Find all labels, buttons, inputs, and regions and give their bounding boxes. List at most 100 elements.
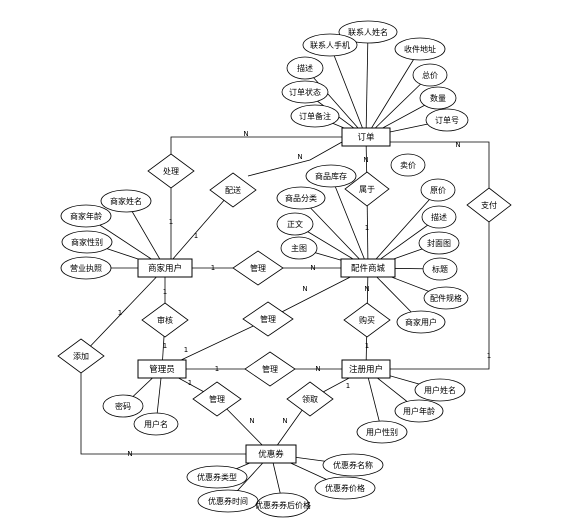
attribute-label: 商品分类 bbox=[285, 193, 317, 203]
relationship-r-deliver: 配送 bbox=[209, 172, 257, 208]
attribute-label: 商家性别 bbox=[71, 237, 103, 247]
attribute-a-license: 营业执照 bbox=[60, 256, 112, 280]
attribute-label: 用户性别 bbox=[366, 427, 398, 437]
cardinality-label: N bbox=[243, 130, 248, 138]
attribute-a-main-img: 主图 bbox=[280, 236, 318, 260]
cardinality-label: N bbox=[127, 450, 132, 458]
attribute-label: 联系人手机 bbox=[310, 40, 350, 50]
diagram-nodes: 联系人姓名联系人手机收件地址描述总价订单状态数量订单备注订单号商品库存卖价商品分… bbox=[57, 20, 512, 518]
attribute-a-order-no: 订单号 bbox=[425, 108, 469, 132]
relationship-label: 领取 bbox=[302, 394, 318, 404]
attribute-a-user-gender: 用户性别 bbox=[356, 420, 408, 444]
relationship-r-manage-store: 管理 bbox=[232, 250, 284, 286]
edge-merchant-r_add bbox=[80, 267, 166, 357]
entity-order: 订单 bbox=[341, 127, 391, 147]
attribute-label: 优惠券时间 bbox=[208, 496, 248, 506]
attribute-a-stock: 商品库存 bbox=[305, 164, 357, 188]
attribute-a-remark: 订单备注 bbox=[290, 104, 340, 128]
attribute-label: 商家用户 bbox=[405, 317, 437, 327]
relationship-label: 属于 bbox=[359, 185, 375, 194]
attribute-a-coupon-name: 优惠券名称 bbox=[322, 453, 384, 477]
attribute-label: 商家年龄 bbox=[70, 211, 102, 221]
edge-a_mer_name-merchant bbox=[125, 200, 166, 269]
attribute-label: 订单备注 bbox=[299, 111, 331, 121]
cardinality-label: 1 bbox=[184, 346, 188, 354]
edge-a_stock-store bbox=[330, 175, 369, 269]
attribute-label: 描述 bbox=[431, 212, 447, 222]
relationship-label: 配送 bbox=[225, 185, 241, 195]
cardinality-label: N bbox=[297, 153, 302, 161]
relationship-r-process: 处理 bbox=[147, 153, 195, 189]
attribute-label: 用户姓名 bbox=[424, 385, 456, 395]
attribute-a-mer-gender: 商家性别 bbox=[61, 230, 113, 254]
cardinality-label: 1 bbox=[169, 218, 173, 226]
attribute-label: 封面图 bbox=[427, 238, 451, 248]
attribute-label: 原价 bbox=[430, 186, 446, 195]
edge-a_orig_price-store bbox=[367, 189, 439, 269]
route-line-5 bbox=[80, 373, 246, 455]
relationship-label: 购买 bbox=[359, 315, 375, 325]
attribute-a-mer-name: 商家姓名 bbox=[100, 189, 152, 213]
attribute-a-username: 用户名 bbox=[133, 412, 179, 436]
entity-store: 配件商城 bbox=[340, 258, 396, 278]
cardinality-label: N bbox=[364, 285, 369, 293]
attribute-a-mer-age: 商家年龄 bbox=[60, 204, 112, 228]
edge-a_contact_phone-order bbox=[329, 44, 367, 138]
cardinality-label: 1 bbox=[487, 352, 491, 360]
relationship-r-add: 添加 bbox=[57, 338, 105, 374]
cardinality-label: N bbox=[455, 141, 460, 149]
cardinality-label: N bbox=[315, 365, 320, 373]
attribute-label: 用户名 bbox=[144, 419, 168, 429]
cardinality-label: N bbox=[363, 156, 368, 164]
cardinality-label: N bbox=[249, 417, 254, 425]
attribute-a-contact-name: 联系人姓名 bbox=[338, 20, 398, 44]
relationship-label: 管理 bbox=[209, 394, 225, 404]
cardinality-label: 1 bbox=[118, 309, 122, 317]
edge-merchant-r_deliver bbox=[164, 189, 234, 269]
cardinality-label: 1 bbox=[188, 379, 192, 387]
attribute-a-coupon-type: 优惠券类型 bbox=[186, 465, 248, 489]
attribute-a-address: 收件地址 bbox=[394, 37, 446, 61]
cardinality-label: N bbox=[302, 285, 307, 293]
attribute-a-status: 订单状态 bbox=[281, 80, 329, 104]
relationship-label: 添加 bbox=[73, 351, 89, 361]
cardinality-label: 1 bbox=[163, 342, 167, 350]
cardinality-label: 1 bbox=[346, 382, 350, 390]
relationship-r-belong: 属于 bbox=[344, 171, 390, 207]
attribute-label: 主图 bbox=[291, 243, 307, 253]
attribute-label: 描述 bbox=[297, 63, 313, 73]
relationship-r-claim: 领取 bbox=[286, 381, 334, 417]
relationship-label: 管理 bbox=[260, 314, 276, 324]
edge-a_address-order bbox=[365, 48, 421, 138]
entity-label: 注册用户 bbox=[349, 364, 383, 375]
attribute-label: 密码 bbox=[115, 401, 131, 411]
edge-a_contact_name-order bbox=[365, 31, 369, 138]
relationship-label: 管理 bbox=[250, 263, 266, 273]
attribute-a-sale-price: 卖价 bbox=[390, 153, 426, 177]
attribute-label: 正文 bbox=[287, 219, 303, 229]
route-line-2 bbox=[247, 141, 343, 177]
cardinality-label: 1 bbox=[215, 365, 219, 373]
cardinality-label: 1 bbox=[211, 264, 215, 272]
attribute-a-spec: 配件规格 bbox=[423, 286, 469, 310]
relationship-r-manage-user: 管理 bbox=[244, 351, 296, 387]
relationship-r-manage2: 管理 bbox=[242, 301, 294, 337]
route-line-4 bbox=[390, 222, 490, 370]
attribute-label: 营业执照 bbox=[70, 263, 102, 273]
route-line-3 bbox=[390, 141, 490, 188]
entity-label: 管理员 bbox=[149, 364, 175, 375]
attribute-a-desc-store: 描述 bbox=[421, 205, 457, 229]
attribute-label: 优惠券价格 bbox=[325, 483, 365, 493]
attribute-a-user-age: 用户年龄 bbox=[394, 399, 444, 423]
attribute-label: 数量 bbox=[430, 93, 446, 103]
attribute-a-cover: 封面图 bbox=[418, 231, 460, 255]
attribute-a-category: 商品分类 bbox=[276, 186, 326, 210]
relationship-r-manage-coupon: 管理 bbox=[192, 381, 242, 417]
attribute-label: 优惠券券后价格 bbox=[255, 500, 311, 510]
edge-a_desc_order-order bbox=[304, 67, 367, 138]
attribute-label: 商品库存 bbox=[315, 171, 347, 181]
cardinality-label: N bbox=[310, 264, 315, 272]
attribute-a-contact-phone: 联系人手机 bbox=[302, 33, 358, 57]
attribute-a-title: 标题 bbox=[422, 257, 458, 281]
